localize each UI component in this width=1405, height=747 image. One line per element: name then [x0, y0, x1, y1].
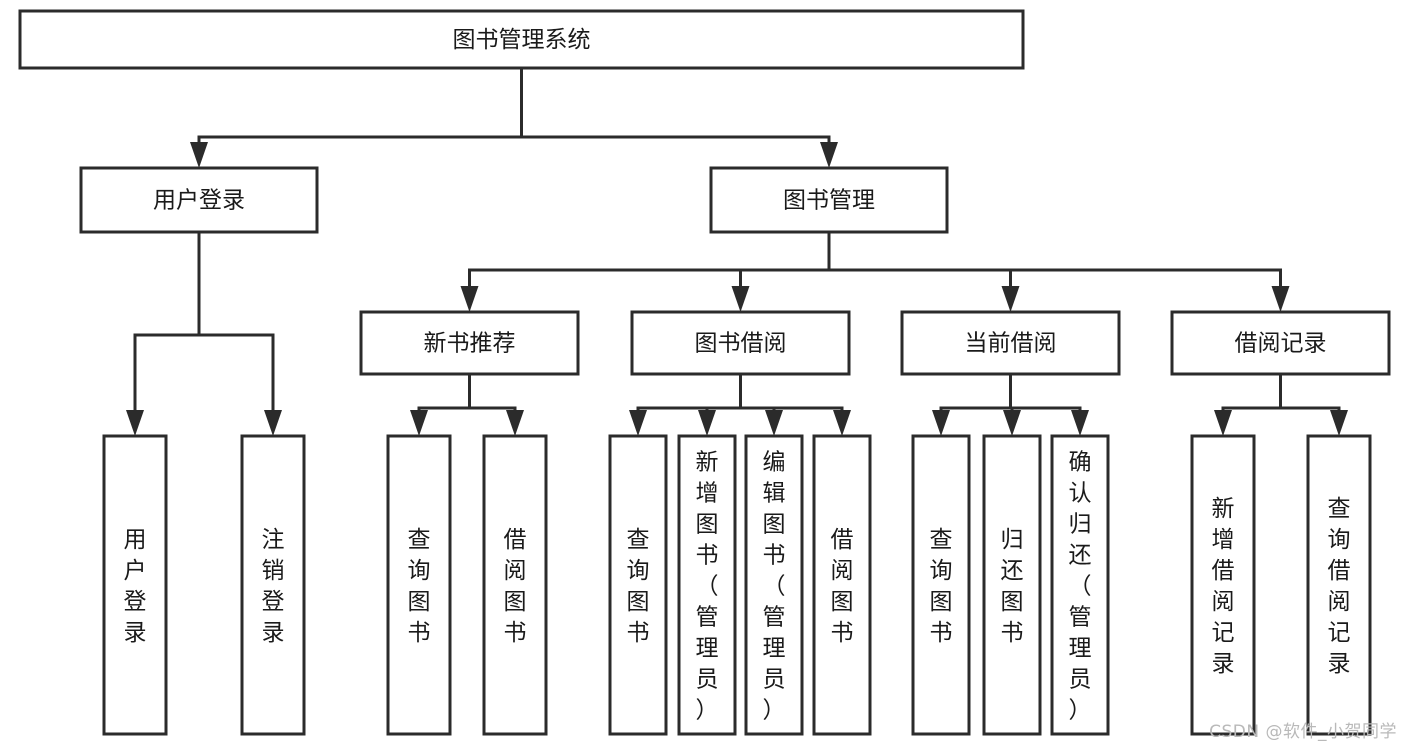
node-box-leaf-add-book — [677, 434, 737, 736]
node-box-leaf-confirm-return — [1050, 434, 1110, 736]
connector-layer — [126, 66, 1348, 436]
arrow-head-icon — [1271, 286, 1290, 312]
node-box-new-book-recommend — [359, 310, 580, 376]
node-leaf-add-borrow-record[interactable]: 新增借阅记录 — [1190, 434, 1256, 736]
arrow-head-icon — [1330, 410, 1348, 436]
node-leaf-edit-book[interactable]: 编辑图书（管理员） — [744, 434, 804, 736]
node-leaf-add-book[interactable]: 新增图书（管理员） — [677, 434, 737, 736]
node-leaf-query-book-cur[interactable]: 查询图书 — [911, 434, 971, 736]
node-label-current-borrow: 当前借阅 — [965, 331, 1057, 357]
node-root[interactable]: 图书管理系统 — [18, 9, 1025, 70]
node-label-book-management: 图书管理 — [783, 188, 875, 214]
node-label-user-login: 用户登录 — [153, 188, 245, 214]
node-box-leaf-query-borrow-record — [1306, 434, 1372, 736]
node-box-leaf-query-book-cur — [911, 434, 971, 736]
node-leaf-borrow-book-rec[interactable]: 借阅图书 — [482, 434, 548, 736]
node-box-leaf-return-book — [982, 434, 1042, 736]
arrow-head-icon — [1001, 286, 1020, 312]
node-user-login[interactable]: 用户登录 — [79, 166, 319, 234]
node-label-leaf-query-borrow-record: 查询借阅记录 — [1328, 496, 1351, 677]
node-label-borrow-record: 借阅记录 — [1235, 331, 1327, 357]
node-box-leaf-logout — [240, 434, 306, 736]
node-label-leaf-confirm-return: 确认归还（管理员） — [1069, 450, 1092, 724]
node-new-book-recommend[interactable]: 新书推荐 — [359, 310, 580, 376]
node-borrow-record[interactable]: 借阅记录 — [1170, 310, 1391, 376]
node-label-leaf-borrow-book-rec: 借阅图书 — [504, 527, 527, 646]
node-box-leaf-add-borrow-record — [1190, 434, 1256, 736]
node-label-leaf-logout: 注销登录 — [262, 527, 285, 646]
node-label-new-book-recommend: 新书推荐 — [424, 331, 516, 357]
node-label-leaf-add-book: 新增图书（管理员） — [696, 450, 719, 724]
node-leaf-query-book-borrow[interactable]: 查询图书 — [608, 434, 668, 736]
connector-book-management-to-level3 — [460, 230, 1290, 312]
node-label-leaf-query-book-borrow: 查询图书 — [627, 527, 650, 646]
node-box-root — [18, 9, 1025, 70]
node-box-user-login — [79, 166, 319, 234]
node-box-leaf-edit-book — [744, 434, 804, 736]
node-label-leaf-borrow-book: 借阅图书 — [831, 527, 854, 646]
node-label-leaf-return-book: 归还图书 — [1001, 527, 1024, 646]
node-layer: 图书管理系统用户登录图书管理新书推荐图书借阅当前借阅借阅记录用户登录注销登录查询… — [18, 9, 1391, 736]
node-label-root: 图书管理系统 — [453, 27, 591, 53]
arrow-head-icon — [820, 142, 838, 168]
node-box-leaf-user-login — [102, 434, 168, 736]
arrow-head-icon — [410, 410, 428, 436]
connector-new-book-recommend-to-leaves — [410, 372, 524, 436]
arrow-head-icon — [932, 410, 950, 436]
node-box-borrow-record — [1170, 310, 1391, 376]
connector-root-to-level2 — [190, 66, 838, 168]
connector-borrow-record-to-leaves — [1214, 372, 1348, 436]
connector-user-login-to-leaves — [126, 230, 282, 436]
arrow-head-icon — [1214, 410, 1232, 436]
arrow-head-icon — [1003, 410, 1021, 436]
arrow-head-icon — [264, 410, 282, 436]
node-leaf-logout[interactable]: 注销登录 — [240, 434, 306, 736]
node-book-management[interactable]: 图书管理 — [709, 166, 949, 234]
node-label-book-borrow: 图书借阅 — [695, 331, 787, 357]
node-label-leaf-edit-book: 编辑图书（管理员） — [763, 450, 786, 724]
connector-current-borrow-to-leaves — [932, 372, 1089, 436]
arrow-head-icon — [190, 142, 208, 168]
arrow-head-icon — [765, 410, 783, 436]
node-book-borrow[interactable]: 图书借阅 — [630, 310, 851, 376]
node-leaf-query-borrow-record[interactable]: 查询借阅记录 — [1306, 434, 1372, 736]
node-leaf-query-book-rec[interactable]: 查询图书 — [386, 434, 452, 736]
node-box-leaf-query-book-rec — [386, 434, 452, 736]
node-leaf-confirm-return[interactable]: 确认归还（管理员） — [1050, 434, 1110, 736]
connector-book-borrow-to-leaves — [629, 372, 851, 436]
node-box-book-borrow — [630, 310, 851, 376]
node-box-book-management — [709, 166, 949, 234]
arrow-head-icon — [629, 410, 647, 436]
arrow-head-icon — [698, 410, 716, 436]
csdn-watermark: CSDN @软件_小贺同学 — [1209, 722, 1397, 742]
node-label-leaf-query-book-rec: 查询图书 — [408, 527, 431, 646]
node-label-leaf-add-borrow-record: 新增借阅记录 — [1212, 496, 1235, 677]
node-label-leaf-user-login: 用户登录 — [124, 527, 147, 646]
arrow-head-icon — [126, 410, 144, 436]
arrow-head-icon — [833, 410, 851, 436]
arrow-head-icon — [460, 286, 479, 312]
node-current-borrow[interactable]: 当前借阅 — [900, 310, 1121, 376]
node-box-current-borrow — [900, 310, 1121, 376]
node-leaf-user-login[interactable]: 用户登录 — [102, 434, 168, 736]
node-box-leaf-borrow-book — [812, 434, 872, 736]
arrow-head-icon — [731, 286, 750, 312]
node-box-leaf-borrow-book-rec — [482, 434, 548, 736]
node-box-leaf-query-book-borrow — [608, 434, 668, 736]
arrow-head-icon — [1071, 410, 1089, 436]
node-leaf-return-book[interactable]: 归还图书 — [982, 434, 1042, 736]
node-leaf-borrow-book[interactable]: 借阅图书 — [812, 434, 872, 736]
arrow-head-icon — [506, 410, 524, 436]
node-label-leaf-query-book-cur: 查询图书 — [930, 527, 953, 646]
